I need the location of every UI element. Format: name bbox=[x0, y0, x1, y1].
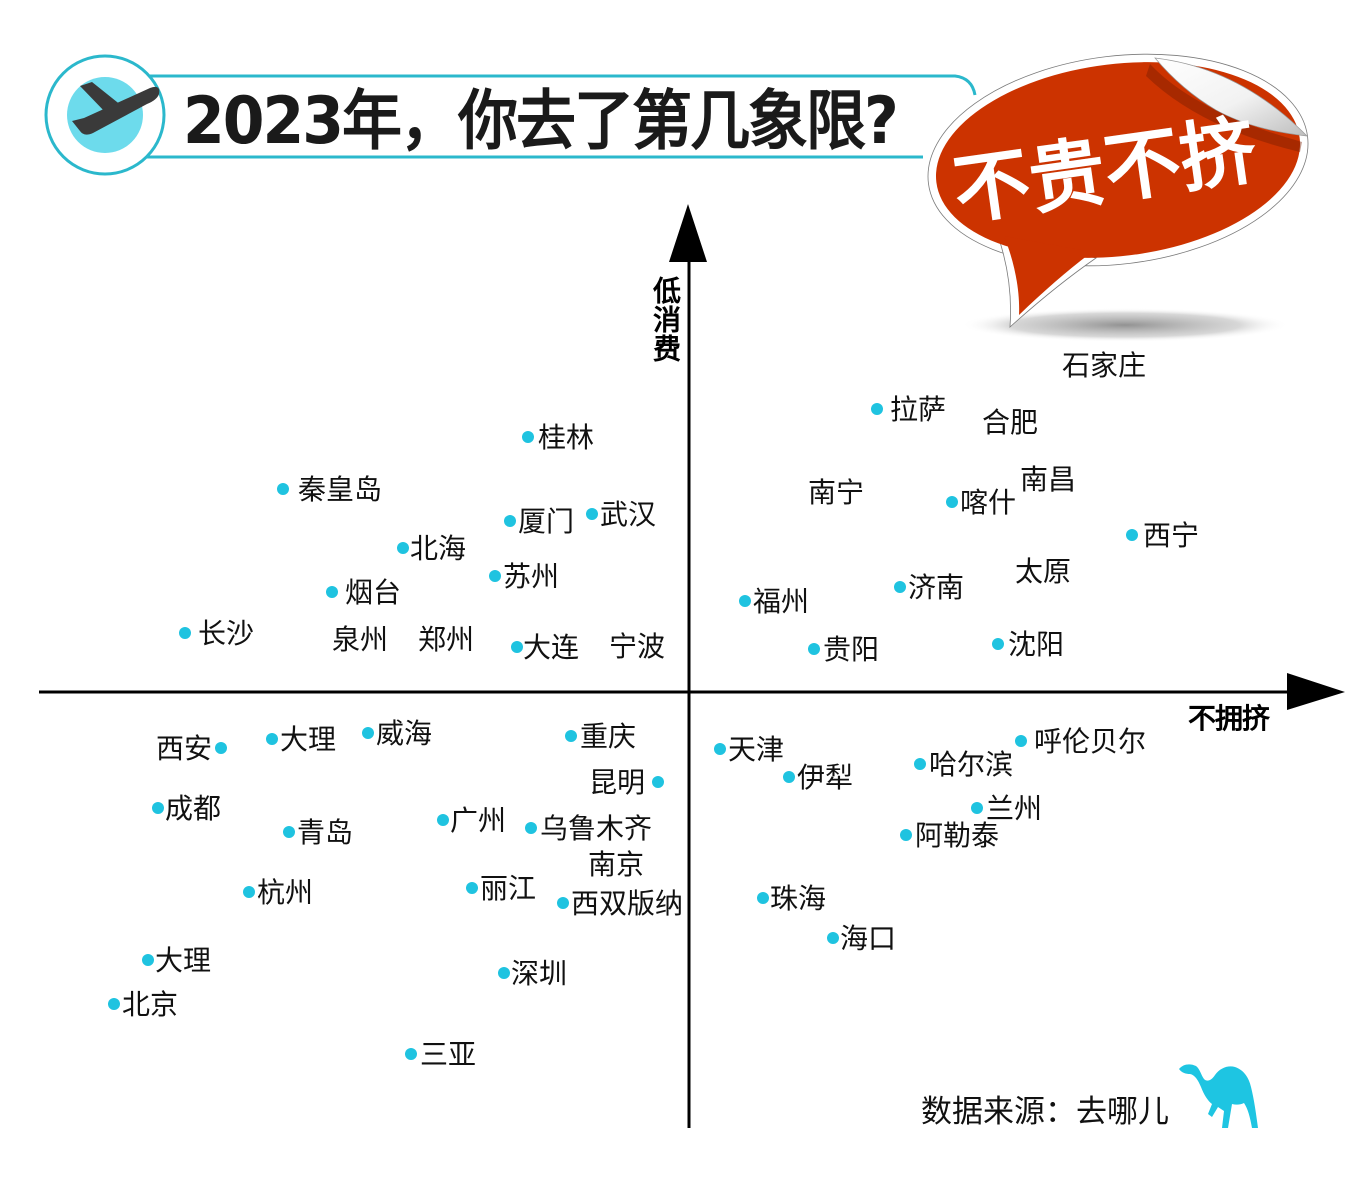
marker-dot-icon bbox=[739, 595, 751, 607]
marker-dot-icon bbox=[489, 570, 501, 582]
point-label: 昆明 bbox=[588, 766, 645, 799]
marker-dot-icon bbox=[504, 515, 516, 527]
marker-dot-icon bbox=[971, 802, 983, 814]
point-label: 苏州 bbox=[503, 560, 560, 593]
point-label: 沈阳 bbox=[1008, 628, 1065, 661]
point-label: 大理 bbox=[155, 944, 212, 977]
point-label: 广州 bbox=[450, 804, 507, 837]
point-label: 泉州 bbox=[331, 623, 389, 656]
marker-dot-icon bbox=[326, 586, 338, 598]
x-axis-label: 不拥挤 bbox=[1188, 702, 1270, 735]
marker-dot-icon bbox=[397, 542, 409, 554]
point-label: 阿勒泰 bbox=[915, 819, 1000, 852]
marker-dot-icon bbox=[871, 403, 883, 415]
point-label: 大理 bbox=[280, 723, 337, 756]
point-label: 兰州 bbox=[986, 792, 1043, 825]
point-label: 北京 bbox=[122, 988, 179, 1021]
point-label: 长沙 bbox=[198, 617, 255, 650]
point-label: 桂林 bbox=[538, 421, 595, 454]
point-label: 呼伦贝尔 bbox=[1034, 725, 1147, 758]
point-label: 大连 bbox=[523, 631, 580, 664]
point-label: 合肥 bbox=[981, 406, 1039, 439]
marker-dot-icon bbox=[992, 638, 1004, 650]
marker-dot-icon bbox=[142, 954, 154, 966]
marker-dot-icon bbox=[714, 743, 726, 755]
marker-dot-icon bbox=[243, 886, 255, 898]
marker-dot-icon bbox=[914, 758, 926, 770]
point-label: 西宁 bbox=[1143, 519, 1200, 552]
marker-dot-icon bbox=[511, 641, 523, 653]
point-label: 西双版纳 bbox=[571, 887, 684, 920]
marker-dot-icon bbox=[894, 581, 906, 593]
point-label: 南昌 bbox=[1019, 463, 1077, 496]
marker-dot-icon bbox=[152, 802, 164, 814]
point-label: 三亚 bbox=[420, 1038, 477, 1071]
marker-dot-icon bbox=[525, 822, 537, 834]
point-label: 珠海 bbox=[770, 882, 827, 915]
point-label: 济南 bbox=[908, 571, 965, 604]
point-label: 青岛 bbox=[297, 816, 354, 849]
point-label: 重庆 bbox=[580, 720, 637, 753]
point-label: 宁波 bbox=[608, 630, 666, 663]
point-label: 伊犁 bbox=[797, 761, 854, 794]
point-label: 北海 bbox=[410, 532, 467, 565]
point-label: 深圳 bbox=[511, 957, 568, 990]
marker-dot-icon bbox=[466, 882, 478, 894]
point-label: 烟台 bbox=[345, 576, 402, 609]
marker-dot-icon bbox=[652, 776, 664, 788]
point-label: 海口 bbox=[840, 922, 897, 955]
point-label: 武汉 bbox=[600, 498, 657, 531]
point-label: 厦门 bbox=[518, 505, 575, 538]
marker-dot-icon bbox=[266, 733, 278, 745]
marker-dot-icon bbox=[283, 826, 295, 838]
marker-dot-icon bbox=[586, 508, 598, 520]
marker-dot-icon bbox=[215, 742, 227, 754]
point-label: 哈尔滨 bbox=[929, 748, 1014, 781]
point-label: 石家庄 bbox=[1061, 349, 1147, 382]
marker-dot-icon bbox=[522, 431, 534, 443]
marker-dot-icon bbox=[827, 932, 839, 944]
marker-dot-icon bbox=[437, 814, 449, 826]
marker-dot-icon bbox=[179, 627, 191, 639]
marker-dot-icon bbox=[757, 892, 769, 904]
marker-dot-icon bbox=[1015, 735, 1027, 747]
marker-dot-icon bbox=[565, 730, 577, 742]
point-label: 丽江 bbox=[480, 872, 537, 905]
point-label: 秦皇岛 bbox=[298, 473, 383, 506]
marker-dot-icon bbox=[808, 643, 820, 655]
point-label: 喀什 bbox=[960, 486, 1017, 519]
marker-dot-icon bbox=[498, 967, 510, 979]
point-label: 南京 bbox=[587, 848, 645, 881]
point-label: 威海 bbox=[376, 717, 433, 750]
point-label: 贵阳 bbox=[823, 633, 880, 666]
y-axis-label: 低消费 bbox=[649, 276, 682, 363]
point-label: 天津 bbox=[728, 733, 785, 766]
marker-dot-icon bbox=[557, 897, 569, 909]
marker-dot-icon bbox=[405, 1048, 417, 1060]
point-label: 拉萨 bbox=[890, 393, 947, 426]
point-label: 福州 bbox=[753, 585, 810, 618]
data-source-note: 数据来源：去哪儿 bbox=[921, 1094, 1169, 1130]
point-label: 成都 bbox=[165, 792, 222, 825]
point-label: 西安 bbox=[155, 732, 212, 765]
marker-dot-icon bbox=[108, 998, 120, 1010]
point-label: 郑州 bbox=[417, 623, 475, 656]
point-label: 南宁 bbox=[807, 476, 865, 509]
page-title: 2023年，你去了第几象限? bbox=[183, 83, 899, 160]
point-label: 杭州 bbox=[257, 876, 314, 909]
marker-dot-icon bbox=[277, 483, 289, 495]
marker-dot-icon bbox=[362, 727, 374, 739]
point-label: 乌鲁木齐 bbox=[540, 812, 653, 845]
point-label: 太原 bbox=[1014, 555, 1072, 588]
marker-dot-icon bbox=[900, 829, 912, 841]
marker-dot-icon bbox=[1126, 529, 1138, 541]
marker-dot-icon bbox=[783, 771, 795, 783]
marker-dot-icon bbox=[946, 496, 958, 508]
